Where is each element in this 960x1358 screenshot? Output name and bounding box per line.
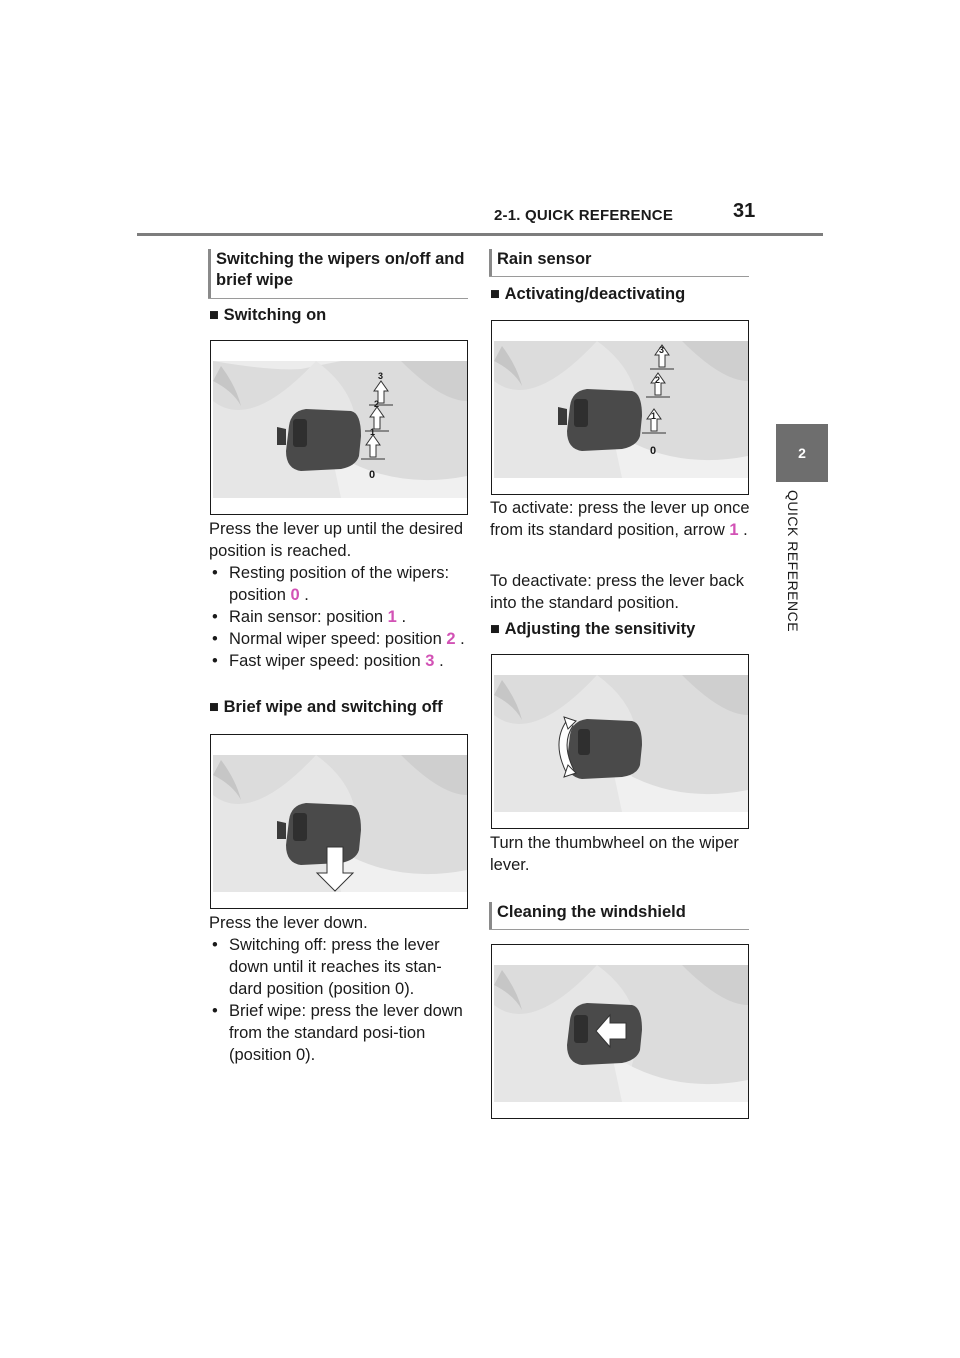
sensitivity-paragraph: Turn the thumbwheel on the wiper lever. [490, 834, 739, 874]
section-rule [489, 929, 749, 930]
subheading-text: Activating/deactivating [504, 285, 686, 303]
figure-switching-on: 3 2 1 0 [210, 340, 468, 515]
pull-arrow-icon [595, 1013, 627, 1049]
arrow-position-3 [373, 380, 389, 404]
figure-cleaning [491, 944, 749, 1119]
arrow-position-1 [365, 434, 381, 458]
brief-wipe-bullets: Switching off: press the lever down unti… [212, 934, 470, 1066]
header-section-title: 2-1. QUICK REFERENCE [494, 207, 674, 224]
wiper-lever-down-illustration [213, 755, 467, 892]
header-rule [137, 233, 823, 236]
fig-label-1: 1 [651, 411, 657, 421]
arrow-position-3 [654, 344, 670, 368]
fig-label-2: 2 [655, 375, 661, 385]
section-heading-rain-sensor: Rain sensor [489, 249, 749, 277]
section-heading-text: Switching the wipers on/off and brief wi… [216, 250, 465, 289]
fig-label-1: 1 [370, 427, 376, 437]
bullet-normal-speed: Normal wiper speed: position 2 . [212, 628, 474, 650]
section-rule [208, 298, 468, 299]
section-bar [489, 249, 492, 277]
bullet-fast-speed: Fast wiper speed: position 3 . [212, 650, 474, 672]
chapter-tab: 2 [776, 424, 828, 482]
subheading-text: Adjusting the sensitivity [504, 620, 696, 638]
fig-label-2: 2 [374, 399, 380, 409]
section-rule [489, 276, 749, 277]
section-heading-text: Rain sensor [497, 250, 592, 268]
subheading-activating: ■ Activating/deactivating [490, 285, 686, 303]
page-number: 31 [733, 200, 756, 222]
section-bar [208, 249, 211, 299]
bullet-resting-position: Resting position of the wipers: position… [212, 562, 474, 606]
fig-label-3: 3 [659, 345, 665, 355]
subheading-brief-wipe: ■ Brief wipe and switching off [209, 698, 443, 716]
figure-rain-sensor: 3 2 1 0 [491, 320, 749, 495]
position-arrows [361, 380, 393, 460]
bullet-rain-sensor: Rain sensor: position 1 . [212, 606, 474, 628]
section-bar [489, 902, 492, 930]
down-arrow-icon [315, 846, 355, 892]
deactivate-paragraph: To deactivate: press the lever back into… [490, 572, 745, 612]
subheading-switching-on: ■ Switching on [209, 306, 327, 324]
figure-sensitivity [491, 654, 749, 829]
figure-brief-wipe [210, 734, 468, 909]
bullet-brief-wipe: Brief wipe: press the lever down from th… [212, 1000, 470, 1066]
subheading-text: Switching on [223, 306, 327, 324]
section-heading-text: Cleaning the windshield [497, 903, 686, 921]
brief-wipe-intro: Press the lever down. [209, 914, 368, 932]
arrow-position-2 [650, 372, 666, 396]
fig-label-3: 3 [378, 371, 384, 381]
chapter-side-label: QUICK REFERENCE [785, 490, 801, 633]
switching-on-intro: Press the lever up until the desired pos… [209, 520, 464, 560]
activate-paragraph: To activate: press the lever up once fro… [490, 499, 750, 539]
bullet-switching-off: Switching off: press the lever down unti… [212, 934, 470, 1000]
fig-label-0: 0 [369, 469, 376, 481]
arrow-position-1 [646, 408, 662, 432]
washer-illustration [494, 965, 748, 1102]
fig-label-0: 0 [650, 445, 657, 457]
rain-sensor-illustration [494, 341, 748, 478]
section-heading-cleaning: Cleaning the windshield [489, 902, 749, 930]
switching-on-bullets: Resting position of the wipers: position… [212, 562, 474, 672]
subheading-sensitivity: ■ Adjusting the sensitivity [490, 620, 696, 638]
wiper-lever-illustration [213, 361, 467, 498]
arrow-position-2 [369, 406, 385, 430]
thumbwheel-illustration [494, 675, 748, 812]
subheading-text: Brief wipe and switching off [223, 698, 443, 716]
section-heading-wipers: Switching the wipers on/off and brief wi… [208, 249, 468, 299]
